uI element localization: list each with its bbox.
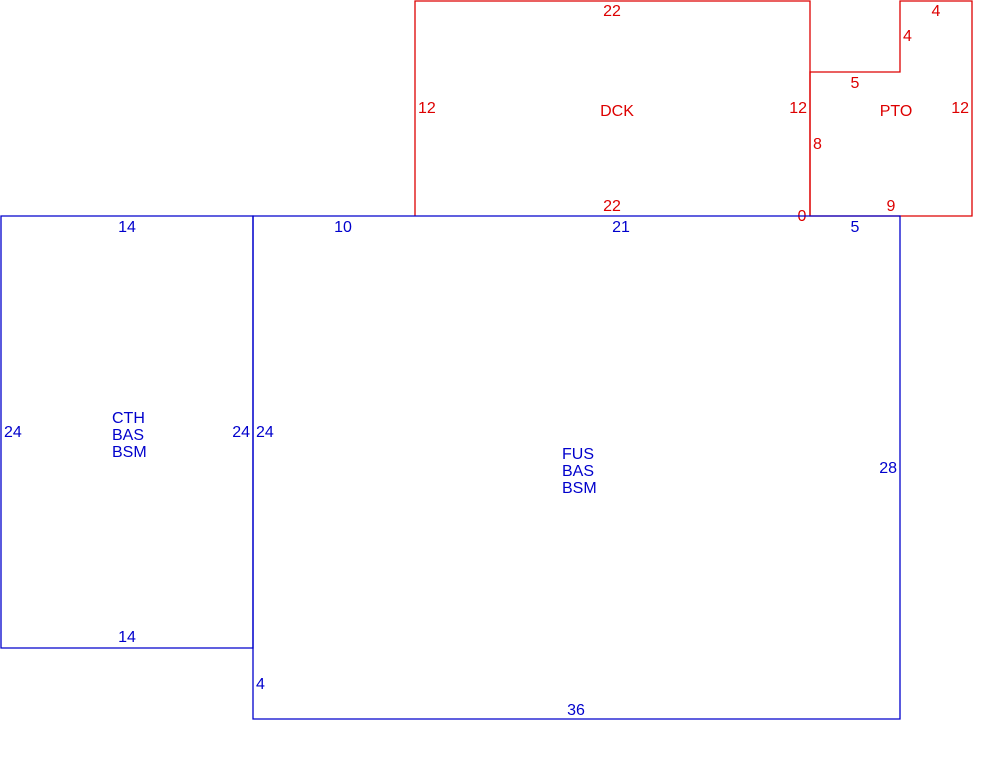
pto-dim-right: 12 xyxy=(951,100,969,117)
cth-dim-left: 24 xyxy=(4,424,22,441)
fus-code-2: BAS xyxy=(562,463,594,480)
cth-dim-right: 24 xyxy=(232,424,250,441)
fus-dim-bottom: 36 xyxy=(567,702,585,719)
cth-code-3: BSM xyxy=(112,444,147,461)
dck-dim-right: 12 xyxy=(789,100,807,117)
dck-dim-top: 22 xyxy=(603,3,621,20)
pto-dim-notch-side: 4 xyxy=(903,28,912,45)
pto-dim-notch-bottom: 5 xyxy=(851,75,860,92)
fus-dim-top-mid: 21 xyxy=(612,219,630,236)
cth-dim-bottom: 14 xyxy=(118,629,136,646)
fus-dim-left-upper: 24 xyxy=(256,424,274,441)
fus-dim-right: 28 xyxy=(879,460,897,477)
fus-outline xyxy=(252,215,901,720)
area-fus: 10 21 5 24 4 28 36 FUS BAS BSM xyxy=(252,215,901,720)
fus-dim-top-right: 5 xyxy=(851,219,860,236)
dck-dim-left: 12 xyxy=(418,100,436,117)
cth-code-1: CTH xyxy=(112,410,145,427)
dck-code-1: DCK xyxy=(600,103,634,120)
fus-code-3: BSM xyxy=(562,480,597,497)
pto-outline xyxy=(809,0,973,217)
fus-dim-top-left: 10 xyxy=(334,219,352,236)
pto-dim-left: 8 xyxy=(813,136,822,153)
pto-dim-bottom: 9 xyxy=(887,198,896,215)
cth-code-2: BAS xyxy=(112,427,144,444)
fus-dim-left-lower: 4 xyxy=(256,676,265,693)
cth-dim-top: 14 xyxy=(118,219,136,236)
fus-code-1: FUS xyxy=(562,446,594,463)
dck-dim-bottom: 22 xyxy=(603,198,621,215)
area-dck: 22 12 12 22 DCK xyxy=(414,0,811,216)
area-cth: 14 24 24 14 CTH BAS BSM xyxy=(0,215,254,649)
pto-dim-top: 4 xyxy=(932,3,941,20)
pto-code-1: PTO xyxy=(880,103,913,120)
area-pto: 4 4 5 8 12 9 0 PTO xyxy=(798,0,973,225)
